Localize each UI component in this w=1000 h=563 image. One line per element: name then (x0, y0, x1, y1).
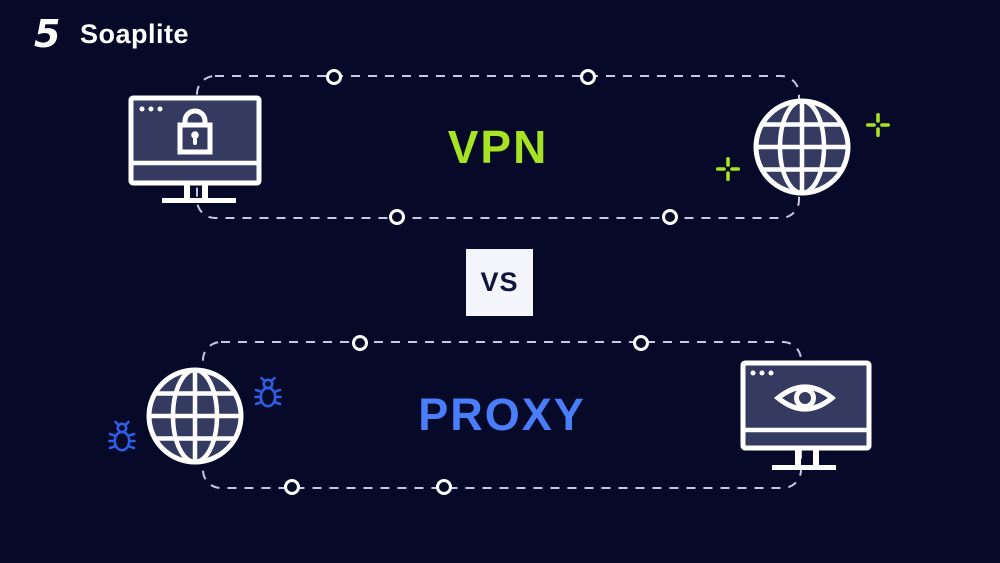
connector-node (580, 69, 596, 85)
proxy-title: PROXY (418, 389, 586, 440)
globe-icon (753, 98, 851, 196)
connector-node (352, 335, 368, 351)
svg-text:5: 5 (34, 12, 60, 56)
brand-name: Soaplite (80, 18, 190, 49)
connector-node (662, 209, 678, 225)
sparkle-icon (866, 113, 890, 137)
connector-node (633, 335, 649, 351)
vpn-title: VPN (447, 121, 549, 173)
connector-node (326, 69, 342, 85)
bug-icon (108, 420, 136, 452)
connector-node (389, 209, 405, 225)
proxy-dashed-panel (202, 341, 802, 489)
globe-icon (146, 367, 244, 465)
lock-monitor-icon (128, 95, 262, 203)
sparkle-icon (716, 157, 740, 181)
vs-badge: VS (466, 249, 533, 316)
brand-logo-icon: 5 (34, 12, 60, 56)
connector-node (284, 479, 300, 495)
eye-monitor-icon (740, 360, 872, 470)
connector-node (436, 479, 452, 495)
brand-logo: 5 Soaplite (28, 12, 189, 56)
bug-icon (254, 376, 282, 408)
